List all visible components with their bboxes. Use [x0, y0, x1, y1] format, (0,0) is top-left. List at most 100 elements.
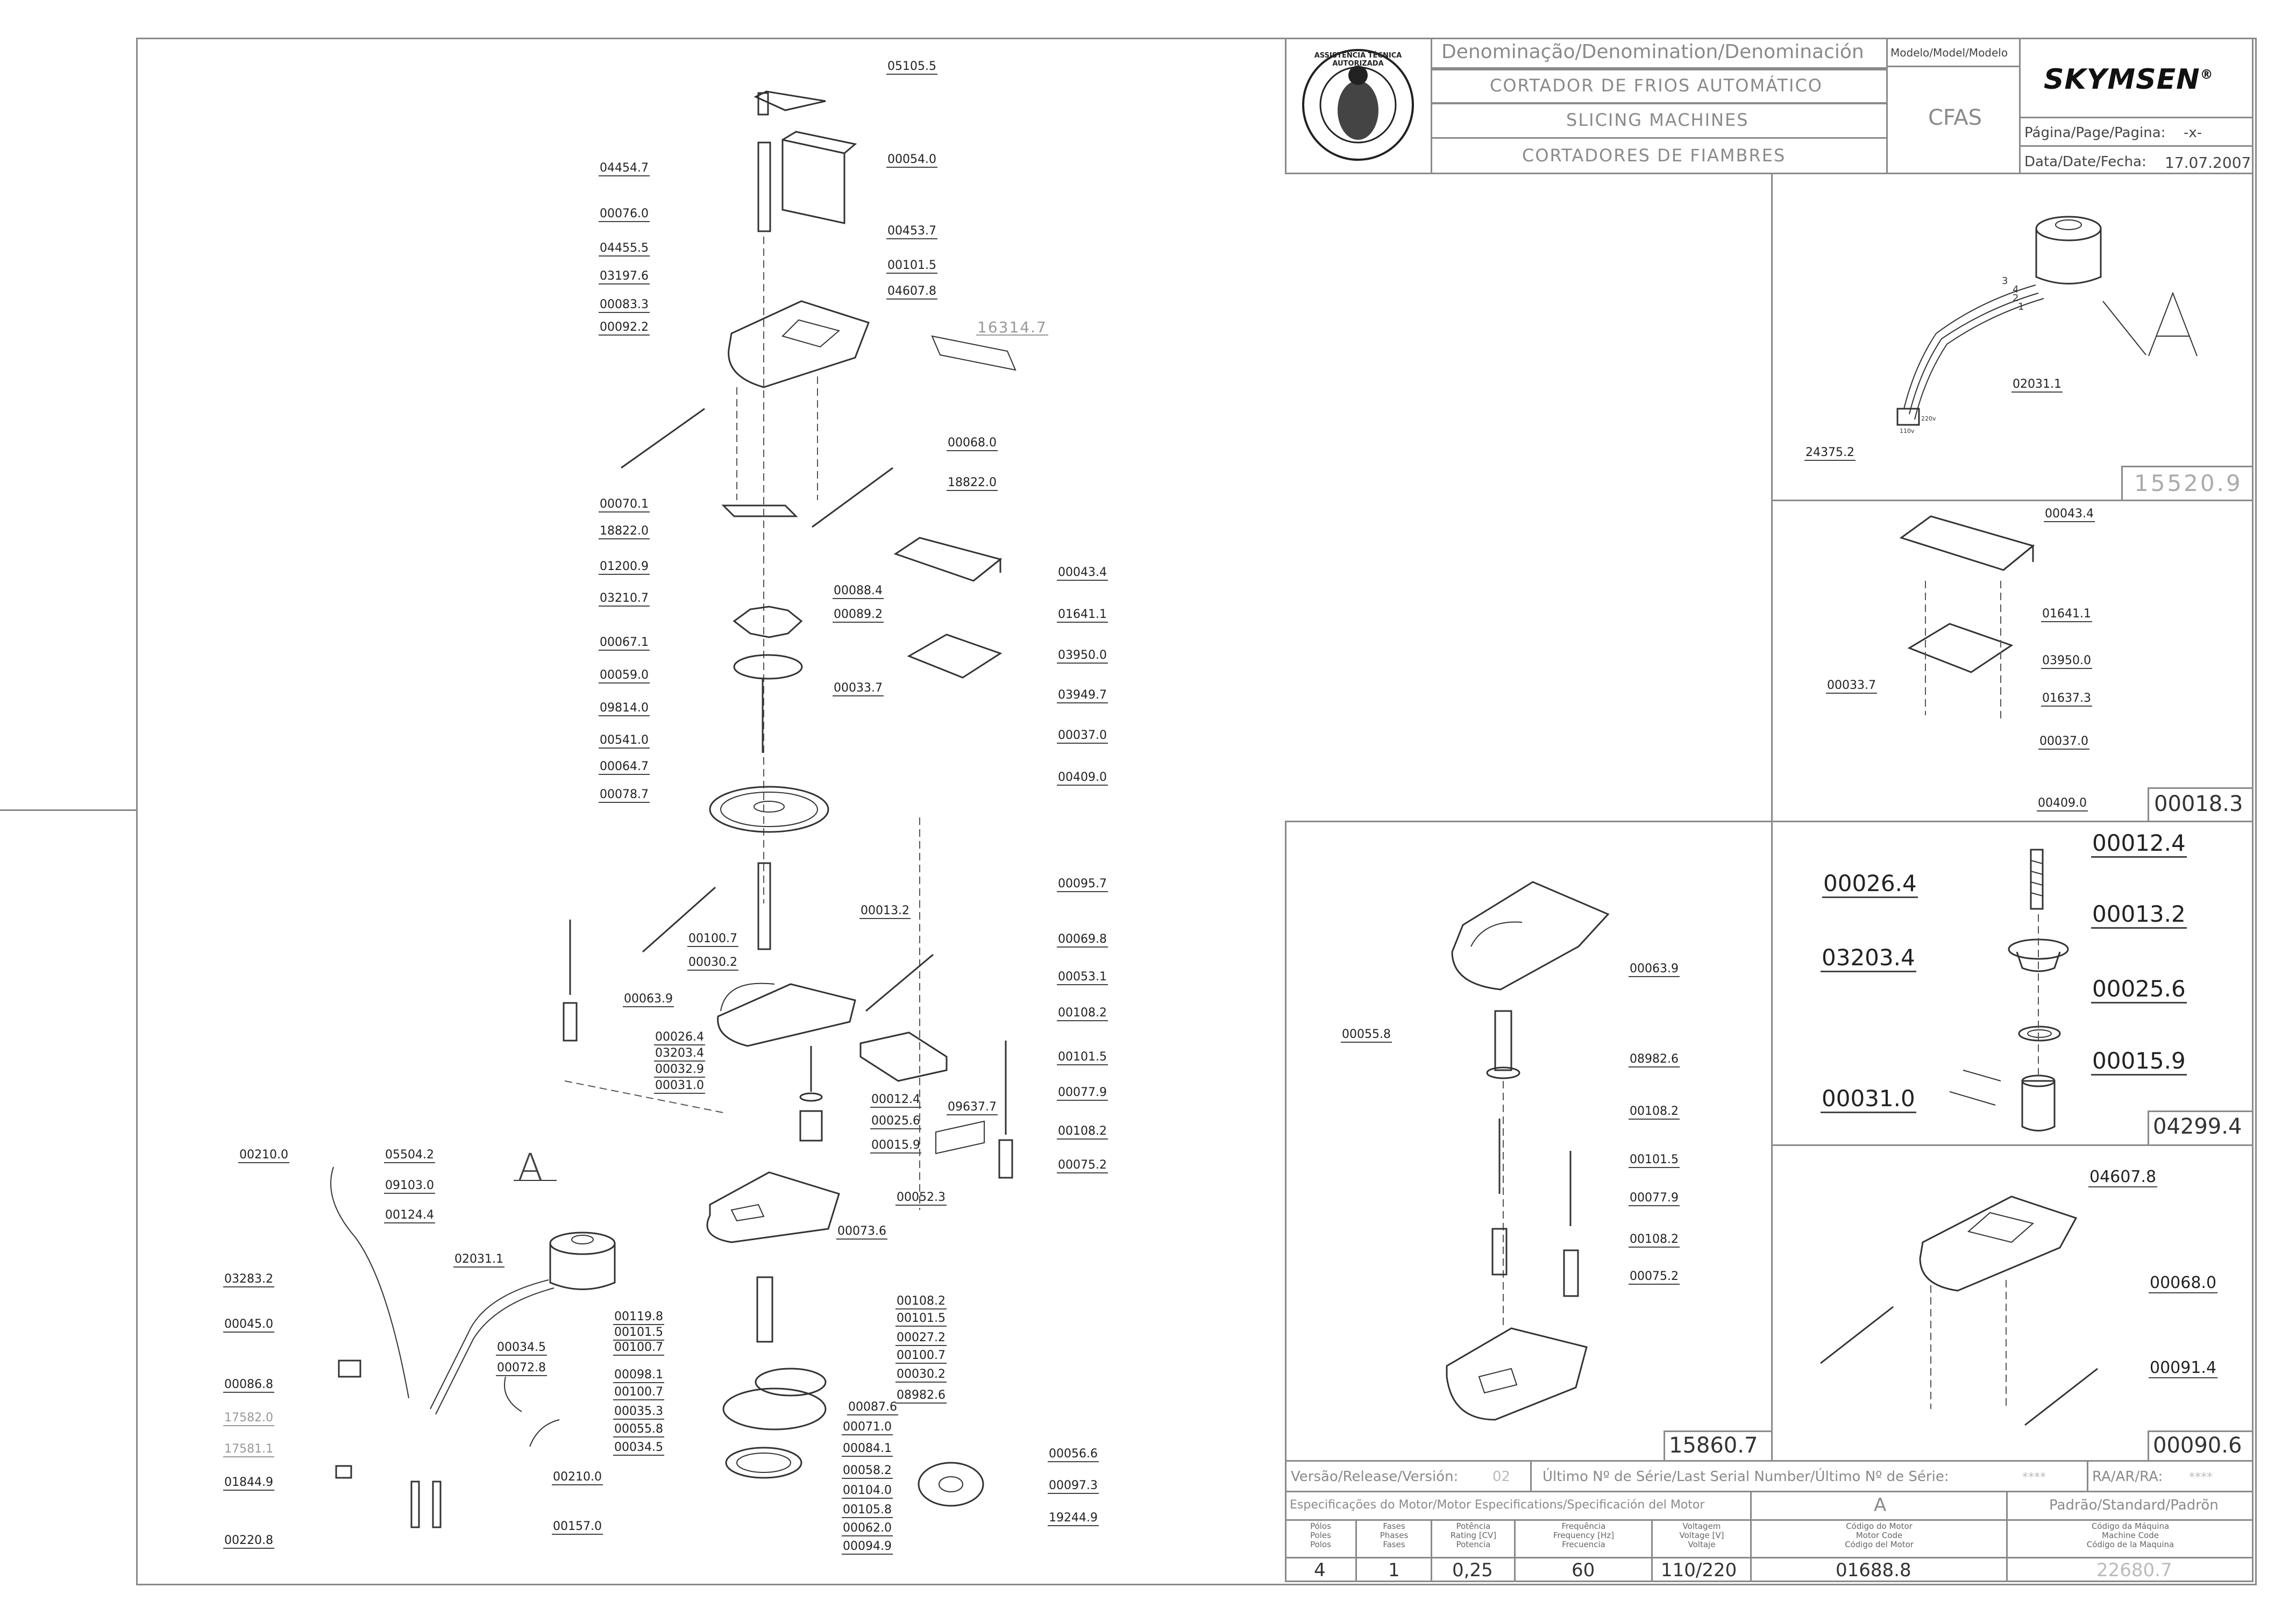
part-label: 00012.4: [2091, 831, 2187, 858]
part-label: 00025.6: [870, 1115, 921, 1129]
part-label: 00088.4: [833, 585, 884, 599]
part-label: 00033.7: [833, 682, 884, 696]
part-label: 24375.2: [1804, 446, 1856, 461]
panel-00018-code-box: [2148, 787, 2254, 822]
header-line: Código de la Maquina: [2086, 1540, 2174, 1549]
serial-label: Último Nº de Série/Last Serial Number/Úl…: [1542, 1469, 1949, 1485]
voltage-tag: 110v: [1900, 428, 1915, 435]
header-line: Poles: [1310, 1531, 1331, 1540]
wire-number: 3: [2002, 275, 2008, 287]
part-label: 00100.7: [613, 1341, 664, 1356]
model-value: CFAS: [1928, 105, 1982, 130]
part-label: 00075.2: [1057, 1159, 1108, 1173]
part-label: 05105.5: [886, 60, 937, 75]
motor-code-value: 01688.8: [1836, 1560, 1911, 1581]
part-label: 00092.2: [599, 321, 650, 336]
part-label: 00069.8: [1057, 933, 1108, 948]
part-label: 17581.1: [223, 1443, 274, 1457]
part-label: 00056.6: [1048, 1448, 1099, 1462]
part-label: 00030.2: [687, 956, 738, 971]
part-label: 00076.0: [599, 208, 650, 222]
seal-text: ASSISTÊNCIA TÉCNICA AUTORIZADA: [1314, 52, 1402, 68]
part-label: 03203.4: [654, 1047, 705, 1062]
header-line: Voltaje: [1688, 1540, 1716, 1549]
header-line: Potencia: [1456, 1540, 1491, 1549]
header-line: Código da Máquina: [2091, 1521, 2170, 1531]
part-label: 00098.1: [613, 1369, 664, 1383]
part-label: 00100.7: [687, 932, 738, 947]
part-label: 00101.5: [886, 259, 937, 274]
part-label: 00100.7: [613, 1386, 664, 1400]
part-label: 00101.5: [613, 1326, 664, 1341]
part-label: 09103.0: [384, 1179, 435, 1194]
panel-a-code: 15520.9: [2134, 470, 2243, 496]
fold-mark-left: [0, 809, 136, 811]
part-label: 04607.8: [2088, 1168, 2158, 1187]
serial-value: ****: [2022, 1471, 2046, 1484]
part-label: 00064.7: [599, 760, 650, 775]
part-label: 00043.4: [1057, 566, 1108, 581]
part-label: 00063.9: [1629, 963, 1680, 977]
panel-04299-code: 04299.4: [2153, 1114, 2242, 1139]
part-label: 00027.2: [895, 1332, 947, 1346]
part-label: 00068.0: [2149, 1273, 2218, 1293]
part-label: 00026.4: [1822, 871, 1918, 898]
header-line: Frequência: [1561, 1521, 1606, 1531]
part-label: 00035.3: [613, 1405, 664, 1420]
machine-code-value: 22680.7: [2096, 1560, 2172, 1581]
page-label: Página/Page/Pagina:: [2024, 125, 2166, 141]
part-label: 00541.0: [599, 734, 650, 749]
part-label: 03950.0: [1057, 649, 1108, 664]
panel-15860-code: 15860.7: [1669, 1433, 1758, 1458]
part-label: 17582.0: [223, 1412, 274, 1426]
part-label: 00101.5: [1629, 1154, 1680, 1168]
part-label: 00058.2: [842, 1464, 893, 1479]
part-label: 00077.9: [1057, 1086, 1108, 1101]
part-label: 19244.9: [1048, 1512, 1099, 1526]
part-label: 04455.5: [599, 242, 650, 257]
part-label: 00034.5: [613, 1441, 664, 1456]
part-label: 00067.1: [599, 636, 650, 651]
brand-name: SKYMSEN: [2044, 63, 2200, 96]
motor-spec-label: Especificações do Motor/Motor Especifica…: [1290, 1498, 1705, 1512]
part-label: 00071.0: [842, 1421, 893, 1435]
part-label: 03949.7: [1057, 689, 1108, 703]
page-value: -x-: [2184, 125, 2202, 141]
motor-letter: A: [1874, 1494, 1887, 1516]
header-line: Pólos: [1310, 1521, 1331, 1531]
part-label: 00119.8: [613, 1311, 664, 1325]
part-label: 00026.4: [654, 1031, 705, 1045]
header-line: Potência: [1456, 1521, 1491, 1531]
part-label: 18822.0: [947, 476, 998, 491]
date-label: Data/Date/Fecha:: [2024, 154, 2146, 170]
panel-04299-code-box: [2148, 1111, 2254, 1146]
callout-a-letter: A: [517, 1145, 543, 1190]
frequency-value: 60: [1572, 1560, 1595, 1581]
part-label: 00055.8: [1341, 1028, 1392, 1043]
header-line: Motor Code: [1856, 1531, 1903, 1540]
part-label: 00077.9: [1629, 1192, 1680, 1206]
header-line: Frequency [Hz]: [1553, 1531, 1615, 1540]
part-label: 00070.1: [599, 498, 650, 512]
wire-number: 1: [2018, 301, 2024, 312]
part-label: 00086.8: [223, 1378, 274, 1393]
part-label: 00210.0: [552, 1471, 603, 1485]
part-label: 00045.0: [223, 1318, 274, 1333]
part-label: 00037.0: [1057, 729, 1108, 744]
part-label: 00108.2: [1629, 1105, 1680, 1120]
header-line: Frecuencia: [1562, 1540, 1605, 1549]
part-label: 16314.7: [976, 318, 1048, 336]
part-label: 00031.0: [1821, 1086, 1916, 1113]
part-label: 00043.4: [2044, 508, 2095, 522]
part-label: 00084.1: [842, 1442, 893, 1457]
part-label: 00210.0: [238, 1149, 289, 1163]
poles-value: 4: [1314, 1560, 1326, 1581]
part-label: 00157.0: [552, 1520, 603, 1535]
part-label: 00409.0: [1057, 771, 1108, 786]
part-label: 00013.2: [2091, 902, 2187, 929]
part-label: 00012.4: [870, 1093, 921, 1108]
